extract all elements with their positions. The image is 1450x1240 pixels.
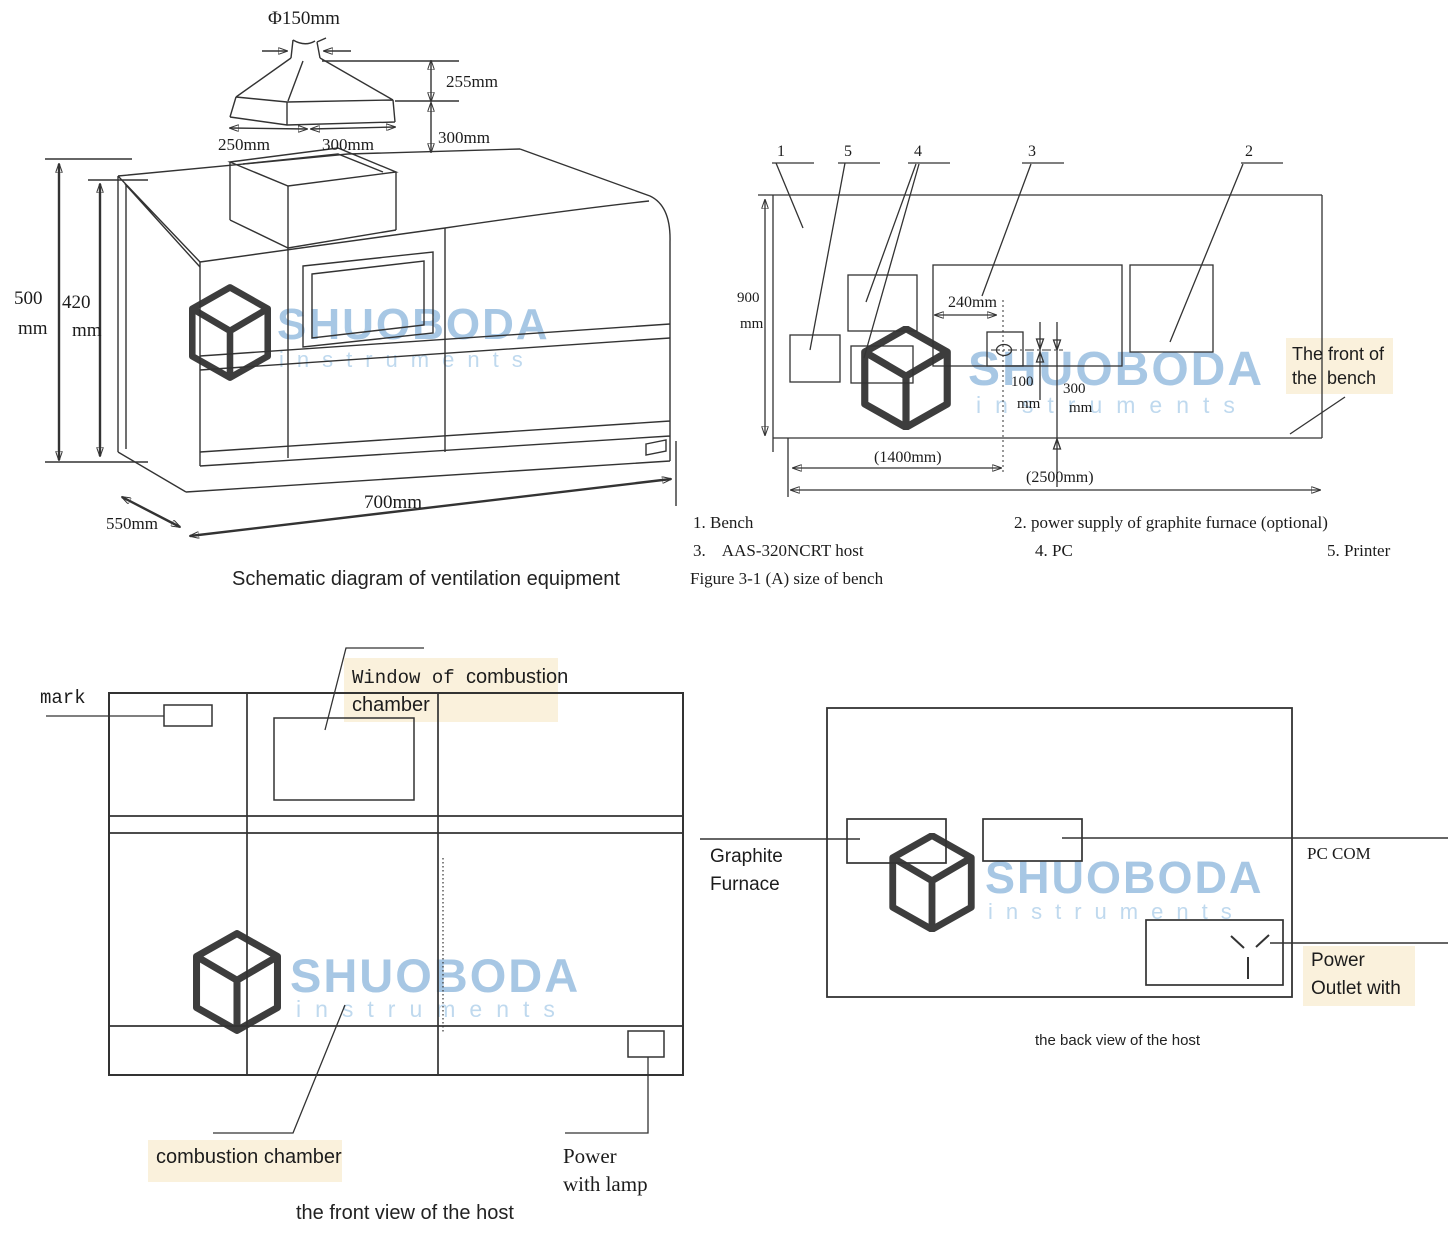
mark-label: mark bbox=[40, 687, 86, 709]
highlight-window-label bbox=[344, 658, 558, 722]
highlight-front-of-bench bbox=[1286, 338, 1393, 394]
watermark-sub: instruments bbox=[976, 392, 1249, 418]
power-outlet-label-line2: Outlet with bbox=[1311, 978, 1401, 999]
window-label-part-a: Window of bbox=[352, 667, 467, 689]
dim-2500mm: (2500mm) bbox=[1026, 469, 1094, 486]
dim-pipe-diameter: Φ150mm bbox=[268, 8, 340, 29]
dim-240mm: 240mm bbox=[948, 294, 997, 311]
callout-4: 4 bbox=[914, 143, 922, 160]
legend-item-host: 3. AAS-320NCRT host bbox=[693, 541, 864, 560]
dim-900-unit: mm bbox=[740, 316, 764, 332]
dim-550mm: 550mm bbox=[106, 514, 158, 533]
dim-300mm-vertical: 300mm bbox=[438, 128, 490, 147]
dim-300-unit: mm bbox=[1069, 400, 1093, 416]
legend-item-pc: 4. PC bbox=[1035, 541, 1073, 560]
dim-100: 100 bbox=[1011, 374, 1034, 390]
dim-420: 420 bbox=[62, 292, 91, 313]
graphite-furnace-label-line1: Graphite bbox=[710, 846, 783, 867]
power-outlet-label-line1: Power bbox=[1311, 950, 1365, 971]
dim-300mm-width: 300mm bbox=[322, 135, 374, 154]
dim-100-unit: mm bbox=[1017, 396, 1041, 412]
watermark-logo-icon bbox=[889, 833, 975, 932]
watermark-brand: SHUOBODA bbox=[277, 300, 550, 349]
legend-item-bench: 1. Bench bbox=[693, 513, 754, 532]
power-outlet-prongs-icon bbox=[1230, 934, 1270, 979]
dim-300: 300 bbox=[1063, 381, 1086, 397]
combustion-chamber-label: combustion chamber bbox=[156, 1146, 342, 1168]
front-of-bench-label-line2: the bench bbox=[1292, 368, 1377, 388]
highlight-combustion-label bbox=[148, 1140, 342, 1182]
vent-diagram bbox=[45, 37, 677, 536]
dim-255mm: 255mm bbox=[446, 72, 498, 91]
vent-caption: Schematic diagram of ventilation equipme… bbox=[232, 568, 620, 590]
dim-900: 900 bbox=[737, 290, 760, 306]
watermark-brand: SHUOBODA bbox=[290, 949, 581, 1002]
legend-item-power-supply: 2. power supply of graphite furnace (opt… bbox=[1014, 513, 1328, 532]
bench-diagram bbox=[758, 162, 1346, 497]
highlight-power-outlet-label bbox=[1303, 946, 1415, 1006]
watermark-logo-icon bbox=[193, 930, 281, 1034]
dim-500-unit: mm bbox=[18, 318, 48, 339]
back-view-caption: the back view of the host bbox=[1035, 1032, 1201, 1049]
graphite-furnace-label-line2: Furnace bbox=[710, 874, 780, 895]
window-label-line1: Window of combustion bbox=[352, 666, 568, 690]
front-view-caption: the front view of the host bbox=[296, 1202, 514, 1224]
power-lamp-label-line2: with lamp bbox=[563, 1172, 648, 1196]
callout-2: 2 bbox=[1245, 143, 1253, 160]
window-label-line2: chamber bbox=[352, 694, 430, 716]
window-label-part-b: combustion bbox=[466, 666, 569, 688]
front-of-bench-label-line1: The front of bbox=[1292, 344, 1385, 364]
back-view-diagram bbox=[700, 707, 1448, 998]
watermark-sub: instruments bbox=[296, 996, 569, 1022]
pc-com-label: PC COM bbox=[1307, 844, 1371, 863]
dim-250mm: 250mm bbox=[218, 135, 270, 154]
power-lamp-label-line1: Power bbox=[563, 1144, 617, 1168]
dim-420-unit: mm bbox=[72, 320, 102, 341]
callout-3: 3 bbox=[1028, 143, 1036, 160]
dim-700mm: 700mm bbox=[364, 492, 423, 513]
callout-5: 5 bbox=[844, 143, 852, 160]
figure-caption: Figure 3-1 (A) size of bench bbox=[690, 569, 884, 588]
dim-1400mm: (1400mm) bbox=[874, 449, 942, 466]
front-view-diagram bbox=[46, 647, 684, 1134]
callout-1: 1 bbox=[777, 143, 785, 160]
dim-500: 500 bbox=[14, 288, 43, 309]
legend-item-printer: 5. Printer bbox=[1327, 541, 1391, 560]
